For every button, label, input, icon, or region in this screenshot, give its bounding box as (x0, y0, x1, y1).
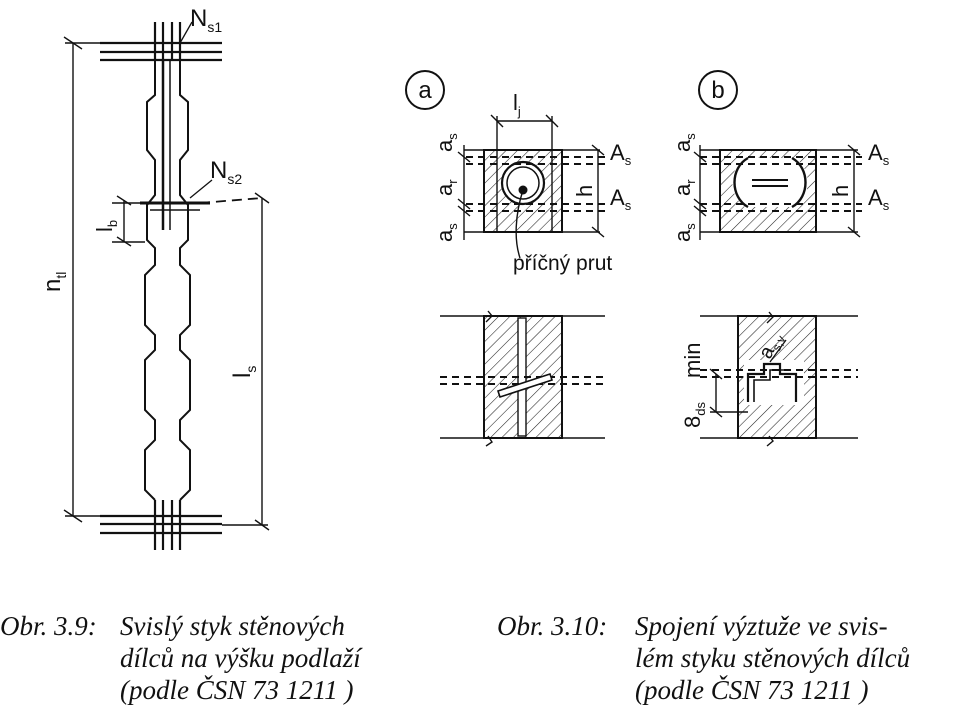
fig39-label-ntl: ntl (39, 272, 69, 292)
fig39-dim-lb (112, 195, 145, 247)
fig310b-label-min: min (680, 343, 705, 378)
fig310a-label-as-top: as (432, 133, 460, 152)
fig310b-label-As-top: As (868, 140, 890, 168)
fig310a-top-section: a (405, 70, 606, 259)
fig310-caption-line-1: Spojení výztuže ve svis- (635, 611, 888, 641)
fig310b-bottom-section (700, 311, 858, 447)
fig310b-top-section: b (693, 70, 862, 240)
fig39-caption-line-1: Svislý styk stěnových (120, 611, 345, 641)
fig310a-marker: a (418, 77, 432, 104)
fig39-top-slab (100, 22, 222, 62)
fig310-caption-number: Obr. 3.10: (497, 611, 608, 641)
fig310-caption-line-2: lém styku stěnových dílců (635, 643, 911, 673)
fig39-joint-left-profile (144, 60, 156, 501)
fig310a-label-lj: lj (513, 90, 521, 119)
fig310a-bottom-section (440, 310, 605, 447)
fig39-caption: Obr. 3.9: Svislý styk stěnových dílců na … (0, 610, 361, 706)
fig39-label-ls: ls (229, 366, 259, 378)
fig39-bottom-slab (100, 500, 222, 550)
fig39-label-ns2: Ns2 (210, 157, 242, 187)
fig39-label-ns1: Ns1 (190, 5, 222, 35)
fig39-wall-joint (63, 21, 270, 550)
fig310b-label-8ds: 8ds (680, 402, 708, 428)
fig310b-marker: b (711, 77, 724, 104)
fig310b-label-As-bot: As (868, 185, 890, 213)
fig310a-label-ar: ar (432, 179, 460, 196)
fig310b-label-h: h (828, 185, 853, 197)
fig39-caption-number: Obr. 3.9: (0, 611, 97, 641)
fig310a-label-cross-bar: příčný prut (513, 252, 612, 275)
fig39-caption-line-2: dílců na výšku podlaží (120, 643, 361, 673)
fig310b-label-as-top: as (670, 133, 698, 152)
fig39-dim-ls (222, 192, 270, 531)
fig310a-label-h: h (572, 185, 597, 197)
fig310b-marker-circle (698, 70, 738, 110)
fig39-label-lb: lb (92, 220, 120, 232)
fig310a-marker-circle (405, 70, 445, 110)
fig310-caption: Obr. 3.10: Spojení výztuže ve svis- lém s… (497, 610, 910, 706)
fig39-dim-ntl (63, 36, 100, 523)
fig39-joint-right-profile (179, 60, 191, 501)
fig310-caption-line-3: (podle ČSN 73 1211 ) (635, 675, 869, 705)
fig310a-label-As-bot: As (610, 185, 632, 213)
fig39-caption-line-3: (podle ČSN 73 1211 ) (120, 675, 354, 705)
fig310a-label-As-top: As (610, 140, 632, 168)
fig310b-label-ar: ar (670, 179, 698, 196)
fig310a-label-as-bot: as (432, 223, 460, 242)
fig310b-label-as-bot: as (670, 223, 698, 242)
